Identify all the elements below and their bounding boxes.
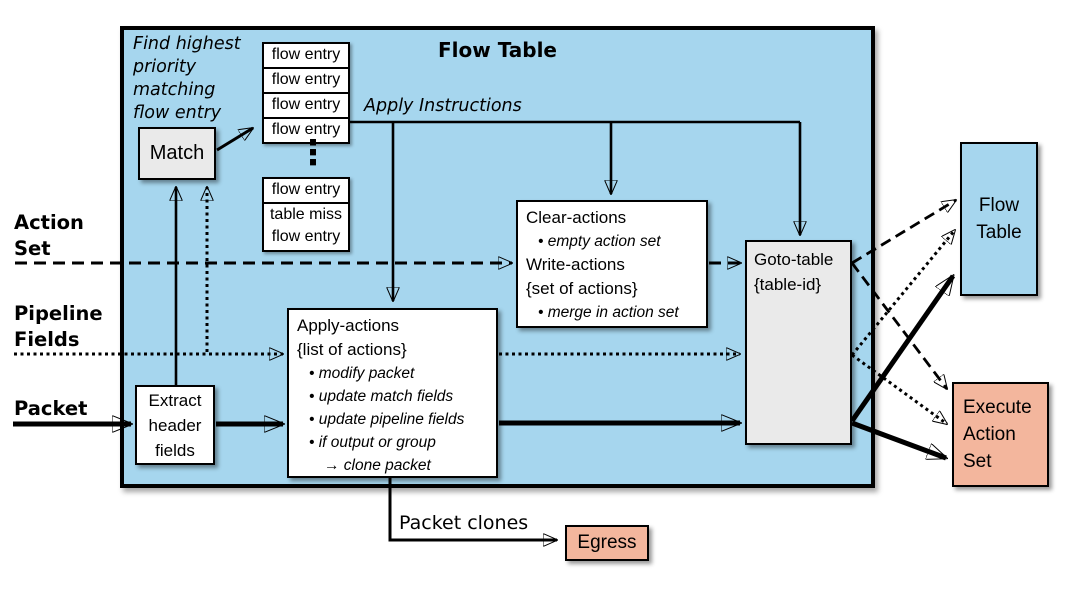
egress-label: Egress (577, 532, 637, 553)
execute-action-set-label: Execute Action Set (963, 397, 1032, 472)
set-of-actions-label: {set of actions} (526, 279, 638, 298)
ellipsis-icon: ⋮ (296, 133, 330, 173)
flow-table-panel-title: Flow Table (438, 38, 557, 62)
packet-clones-label: Packet clones (399, 512, 529, 534)
clear-actions-label: Clear-actions (526, 208, 627, 227)
clone-packet-line: → clone packet (324, 457, 431, 474)
extract-header-fields-box: Extract header fields (135, 385, 215, 465)
table-id-label: {table-id} (754, 275, 822, 294)
clear-write-actions-box: Clear-actions • empty action set Write-a… (516, 200, 708, 328)
execute-action-set-box: Execute Action Set (952, 382, 1049, 487)
packet-label: Packet (14, 397, 88, 420)
update-match-fields-bullet: • update match fields (309, 388, 454, 405)
modify-packet-bullet: • modify packet (309, 365, 415, 382)
write-actions-label: Write-actions (526, 255, 625, 274)
list-of-actions-label: {list of actions} (297, 340, 407, 359)
flow-entry: flow entry (264, 67, 348, 92)
empty-action-set-bullet: • empty action set (538, 233, 661, 250)
extract-header-fields-label: Extract header fields (148, 390, 202, 460)
apply-actions-box: Apply-actions {list of actions} • modify… (287, 308, 498, 478)
flow-entry: flow entry (264, 117, 348, 142)
goto-table-box: Goto-table {table-id} (745, 240, 852, 445)
update-pipeline-fields-bullet: • update pipeline fields (309, 411, 465, 428)
flow-entry: flow entry (271, 46, 341, 63)
match-box: Match (138, 127, 216, 180)
action-set-label: Action Set (14, 211, 84, 260)
next-flow-table-box: Flow Table (960, 142, 1038, 296)
pipeline-fields-label: Pipeline Fields (14, 302, 103, 351)
merge-action-set-bullet: • merge in action set (538, 304, 679, 321)
egress-box: Egress (565, 525, 649, 561)
if-output-or-group-bullet: • if output or group (309, 434, 436, 451)
find-highest-note: Find highest priority matching flow entr… (133, 34, 241, 123)
flow-entry: flow entry (264, 92, 348, 117)
flow-entry-stack-bottom: flow entry table miss flow entry (262, 177, 350, 252)
goto-table-label: Goto-table (754, 250, 834, 269)
apply-actions-label: Apply-actions (297, 316, 400, 335)
flow-entry-stack-top: flow entry flow entry flow entry flow en… (262, 42, 350, 144)
match-label: Match (149, 142, 205, 164)
next-flow-table-label: Flow Table (976, 195, 1022, 243)
apply-instructions-label: Apply Instructions (364, 96, 522, 116)
table-miss-flow-entry: table miss flow entry (264, 202, 348, 250)
flow-entry: flow entry (271, 181, 341, 198)
